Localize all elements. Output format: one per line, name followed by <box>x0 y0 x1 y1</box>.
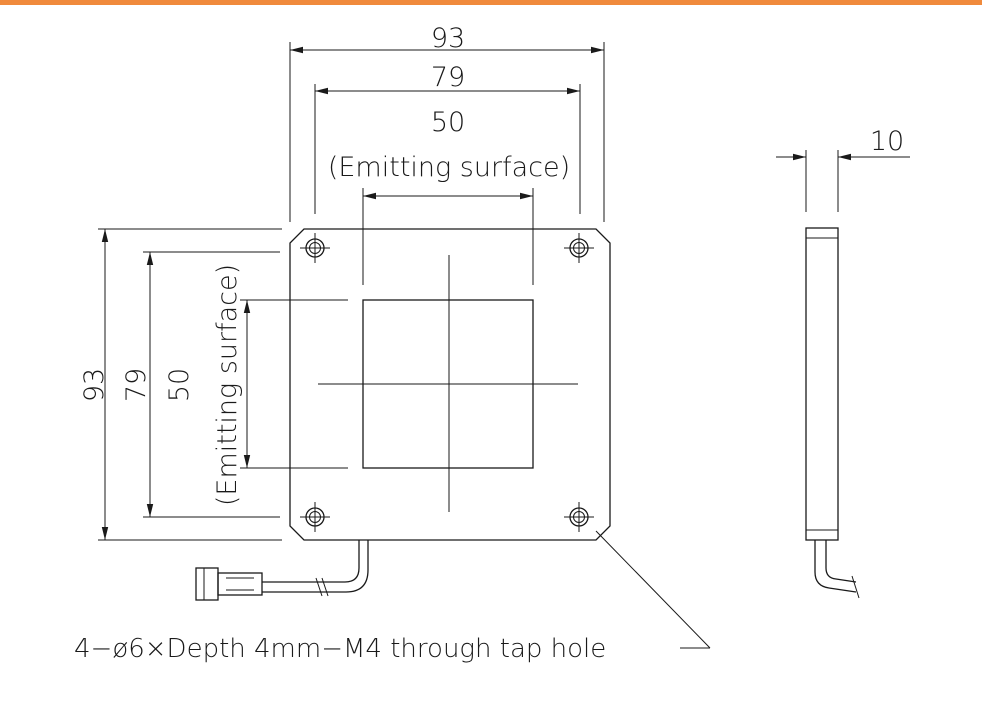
hole-note: 4−ø6×Depth 4mm−M4 through tap hole <box>74 634 606 664</box>
dimension-width-emitting-label: (Emitting surface) <box>328 152 570 183</box>
dimension-height-holes <box>143 251 280 518</box>
dimension-width-holes <box>314 84 581 214</box>
cable-and-connector <box>195 540 369 601</box>
dimension-thickness <box>776 150 910 212</box>
dimension-height-overall-label: 93 <box>79 368 110 402</box>
dimension-width-overall-label: 93 <box>431 23 465 54</box>
mounting-hole-bottom-right <box>564 502 594 532</box>
plate-outline <box>289 228 611 541</box>
side-view <box>805 227 860 599</box>
dimension-thickness-label: 10 <box>870 126 904 157</box>
dimension-height-emitting-label: (Emitting surface) <box>212 264 243 506</box>
mounting-hole-top-right <box>564 233 594 263</box>
accent-top-bar <box>0 0 982 5</box>
front-view <box>195 228 611 601</box>
mounting-hole-top-left <box>300 233 330 263</box>
dimension-width-emitting-value: 50 <box>431 107 465 138</box>
dimension-height-emitting-value: 50 <box>164 368 195 402</box>
dimension-width-holes-label: 79 <box>431 62 465 93</box>
hole-note-leader <box>595 530 711 649</box>
dimension-width-overall <box>289 42 605 222</box>
dimension-height-overall <box>98 228 282 541</box>
dimension-width-emitting <box>362 188 534 285</box>
dimension-height-holes-label: 79 <box>121 368 152 402</box>
side-view-body <box>805 227 839 541</box>
mounting-hole-bottom-left <box>300 502 330 532</box>
dimension-height-emitting <box>240 299 348 469</box>
